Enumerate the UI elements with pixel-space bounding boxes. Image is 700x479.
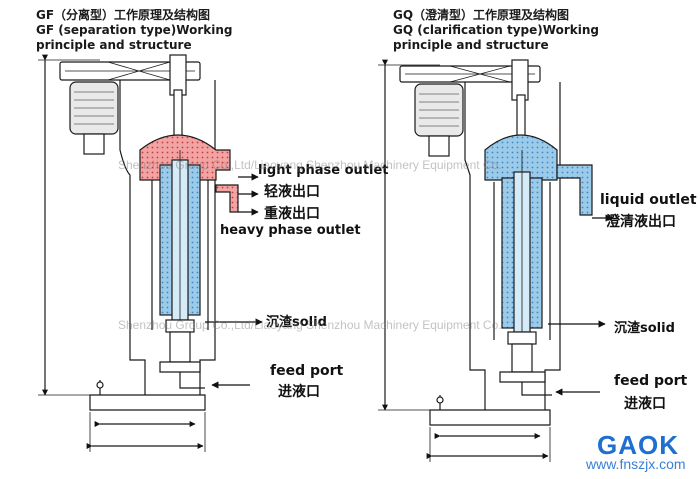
gf-title-line: GF (separation type)Working	[36, 23, 233, 37]
gq-machine	[378, 59, 593, 462]
gf-title-line: principle and structure	[36, 38, 192, 52]
gf-title-line: GF（分离型）工作原理及结构图	[36, 8, 211, 22]
gf-feed-port-label: feed port	[270, 363, 344, 379]
gf-feed-port-cn-label: 进液口	[278, 384, 320, 400]
gq-title: GQ（澄清型）工作原理及结构图 GQ (clarification type)W…	[393, 8, 599, 53]
watermark-text: Shenzhou Group Co.,Ltd/Liaoyang Shenzhou…	[118, 318, 502, 332]
gf-title: GF（分离型）工作原理及结构图 GF (separation type)Work…	[36, 8, 232, 53]
liquid-outlet-cn-label: 澄清液出口	[606, 214, 676, 230]
gq-title-line: GQ（澄清型）工作原理及结构图	[393, 8, 570, 22]
gq-title-line: principle and structure	[393, 38, 549, 52]
gq-solid-label: 沉渣solid	[614, 321, 675, 336]
light-phase-outlet-label: light phase outlet	[258, 163, 389, 178]
light-phase-outlet-cn-label: 轻液出口	[264, 184, 320, 200]
gf-solid-label: 沉渣solid	[266, 315, 327, 330]
gq-title-line: GQ (clarification type)Working	[393, 23, 599, 37]
watermark-text: Shenzhou Group Co.,Ltd/Liaoyang Shenzhou…	[118, 158, 502, 172]
gf-arrows	[205, 173, 263, 389]
gq-feed-port-cn-label: 进液口	[624, 396, 666, 412]
gq-arrows	[548, 214, 613, 396]
heavy-phase-outlet-label: heavy phase outlet	[220, 223, 361, 238]
gaok-logo: GAOK	[597, 430, 679, 460]
gq-feed-port-label: feed port	[614, 373, 688, 389]
gf-machine	[38, 54, 239, 452]
site-url: www.fnszjx.com	[586, 456, 686, 472]
liquid-outlet-label: liquid outlet	[600, 192, 697, 208]
heavy-phase-outlet-cn-label: 重液出口	[264, 206, 320, 222]
